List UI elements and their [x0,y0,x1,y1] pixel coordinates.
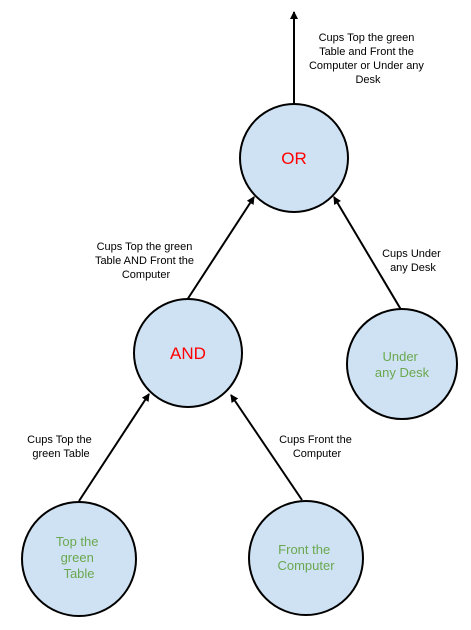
and-node: AND [133,298,243,408]
top-the-green-table-circle [21,501,137,617]
front-the-computer-label: Front the Computer [277,542,335,573]
under-to-or-edge-label-line-2: any Desk [390,262,436,274]
output-edge-label-line-2: Table and Front the [319,46,414,58]
front-to-and-edge-label-line-1: Cups Front the [279,434,352,446]
edge-top-to-and [78,393,150,502]
or-node-circle [239,103,349,213]
under-any-desk-label: Under any Desk [375,349,430,380]
and-to-or-edge-label-line-3: Computer [122,269,171,281]
output-edge-label-line-3: Computer or Under any [309,60,424,72]
under-any-desk-line-2: any Desk [375,365,430,380]
under-any-desk-circle [346,308,458,420]
edge-front-to-and [230,394,303,501]
top-to-and-edge-label-line-1: Cups Top the [27,434,92,446]
and-node-label: AND [170,344,206,363]
edge-and-to-or [186,196,255,301]
and-to-or-edge-label-line-1: Cups Top the green [97,241,193,253]
under-any-desk-line-1: Under [382,349,418,364]
and-node-circle [133,298,243,408]
output-edge-label-line-4: Desk [355,74,381,86]
and-to-or-edge-label: Cups Top the green Table AND Front the C… [95,241,197,281]
top-the-green-table-line-3: Table [63,566,94,581]
output-edge-label-line-1: Cups Top the green [319,32,415,44]
or-node-label: OR [281,149,307,168]
front-the-computer-circle [248,500,364,616]
top-the-green-table-line-1: Top the [56,534,99,549]
top-to-and-edge-label-line-2: green Table [32,448,89,460]
front-to-and-edge-label-line-2: Computer [293,448,342,460]
edge-under-to-or [333,196,404,314]
front-the-computer-node: Front the Computer [248,500,364,616]
under-any-desk-node: Under any Desk [346,308,458,420]
top-the-green-table-line-2: green [61,550,94,565]
top-the-green-table-label: Top the green Table [56,534,102,581]
output-edge-label: Cups Top the green Table and Front the C… [309,32,427,86]
front-the-computer-line-2: Computer [277,558,335,573]
top-the-green-table-node: Top the green Table [21,501,137,617]
or-node: OR [239,103,349,213]
under-to-or-edge-label: Cups Under any Desk [382,248,444,274]
front-to-and-edge-label: Cups Front the Computer [279,434,355,460]
top-to-and-edge-label: Cups Top the green Table [27,434,95,460]
and-to-or-edge-label-line-2: Table AND Front the [95,255,194,267]
front-the-computer-line-1: Front the [278,542,330,557]
under-to-or-edge-label-line-1: Cups Under [382,248,441,260]
